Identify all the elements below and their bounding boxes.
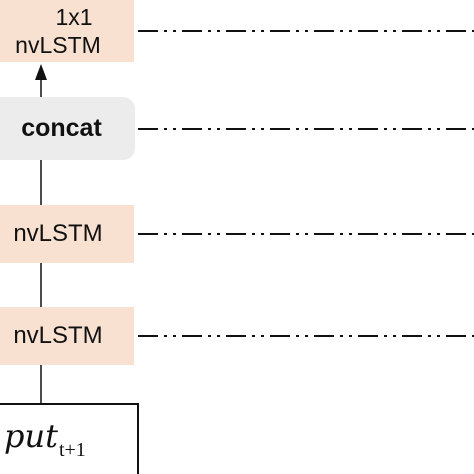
input-label-text: put — [4, 417, 58, 455]
conv-lstm-1-label: nvLSTM — [13, 322, 103, 349]
input-subscript: t+1 — [58, 439, 86, 461]
conv-lstm-block-1: nvLSTM — [0, 307, 134, 365]
input-label: putt+1 — [4, 417, 86, 462]
conv-lstm-block-2: nvLSTM — [0, 205, 134, 263]
input-block: putt+1 — [0, 403, 139, 474]
concat-block: concat — [0, 97, 135, 160]
arrowhead-up-icon — [35, 64, 47, 80]
concat-label: concat — [21, 114, 102, 142]
conv-lstm-1x1-name-label: nvLSTM — [15, 32, 101, 58]
conv-lstm-1x1-kernel-label: 1x1 — [55, 4, 93, 30]
conv-lstm-2-label: nvLSTM — [13, 220, 103, 247]
conv-lstm-1x1-block: 1x1 nvLSTM — [0, 0, 134, 62]
